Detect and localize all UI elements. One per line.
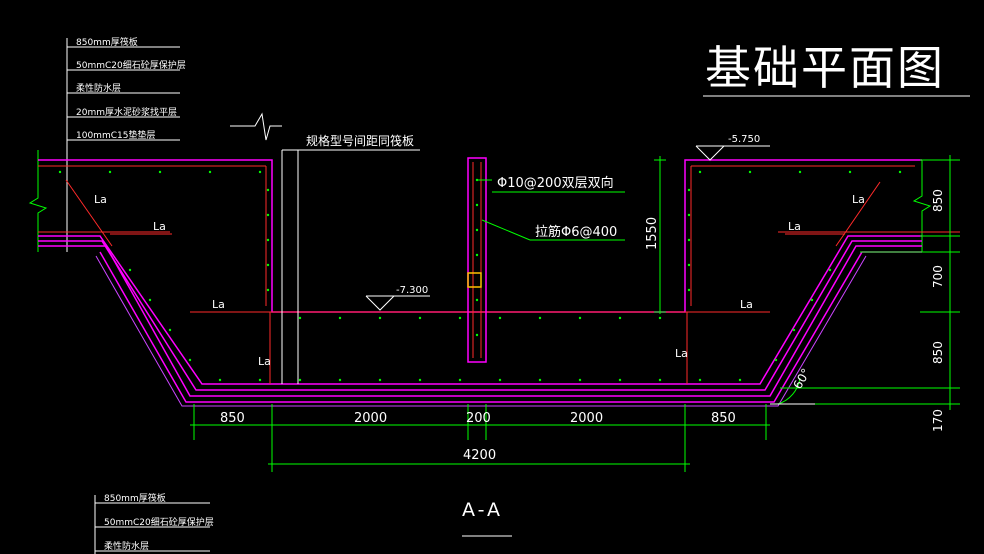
bottom-dim-4: 2000 — [570, 411, 603, 426]
column-guide-left — [230, 112, 420, 384]
right-dim-2: 700 — [931, 265, 945, 288]
slab-section-outline — [38, 159, 922, 403]
drawing-title: 基础平面图 — [705, 41, 945, 95]
la-label-6: La — [740, 298, 753, 311]
la-label-5: La — [675, 347, 688, 360]
legend-top-line-3: 柔性防水层 — [76, 82, 121, 94]
elevation-marker-2 — [365, 295, 430, 311]
bottom-dim-3: 200 — [466, 411, 491, 426]
rebar-lines — [38, 165, 960, 384]
la-label-1: La — [94, 193, 107, 206]
elevation-text-1: -5.750 — [728, 134, 760, 145]
legend-bottom-line-2: 50mmC20细石砼厚保护层 — [104, 516, 214, 528]
bottom-dim-2: 2000 — [354, 411, 387, 426]
total-dim: 4200 — [463, 448, 496, 463]
legend-bottom-line-3: 柔性防水层 — [104, 540, 149, 552]
right-dim-4: 170 — [931, 409, 945, 432]
right-break-line — [912, 160, 932, 252]
right-dimension-line — [780, 155, 960, 410]
right-dim-1: 850 — [931, 189, 945, 212]
legend-top-line-1: 850mm厚筏板 — [76, 36, 138, 48]
legend-top-line-2: 50mmC20细石砼厚保护层 — [76, 59, 186, 71]
protection-layers — [95, 255, 867, 407]
bottom-dim-1: 850 — [220, 411, 245, 426]
depth-dimension — [654, 156, 666, 314]
la-label-8: La — [852, 193, 865, 206]
rebar-dots — [58, 170, 902, 382]
left-break-line — [28, 150, 48, 252]
bottom-dimension-chain — [190, 404, 770, 472]
rebar-leaders — [478, 179, 625, 241]
elevation-marker-1 — [695, 145, 770, 161]
center-column — [467, 157, 487, 363]
right-dim-3: 850 — [931, 341, 945, 364]
section-label: A-A — [462, 499, 503, 521]
angle-arc — [777, 377, 801, 405]
legend-top-line-5: 100mmC15垫垫层 — [76, 129, 155, 141]
legend-bottom-line-1: 850mm厚筏板 — [104, 492, 166, 504]
depth-dim-text: 1550 — [645, 217, 660, 250]
column-note: 规格型号间距同筏板 — [306, 133, 414, 148]
rebar-note-1: Φ10@200双层双向 — [497, 175, 614, 191]
anchorage-lines — [110, 233, 845, 384]
la-label-3: La — [212, 298, 225, 311]
layer-legend-top: 850mm厚筏板 50mmC20细石砼厚保护层 柔性防水层 20mm厚水泥砂浆找… — [66, 36, 186, 252]
bottom-dim-5: 850 — [711, 411, 736, 426]
legend-top-line-4: 20mm厚水泥砂浆找平层 — [76, 106, 177, 118]
la-label-4: La — [258, 355, 271, 368]
highlight-box — [467, 272, 482, 288]
rebar-note-2: 拉筋Φ6@400 — [535, 224, 617, 240]
la-label-7: La — [788, 220, 801, 233]
elevation-text-2: -7.300 — [396, 285, 428, 296]
layer-legend-bottom: 850mm厚筏板 50mmC20细石砼厚保护层 柔性防水层 — [94, 492, 214, 554]
la-label-2: La — [153, 220, 166, 233]
